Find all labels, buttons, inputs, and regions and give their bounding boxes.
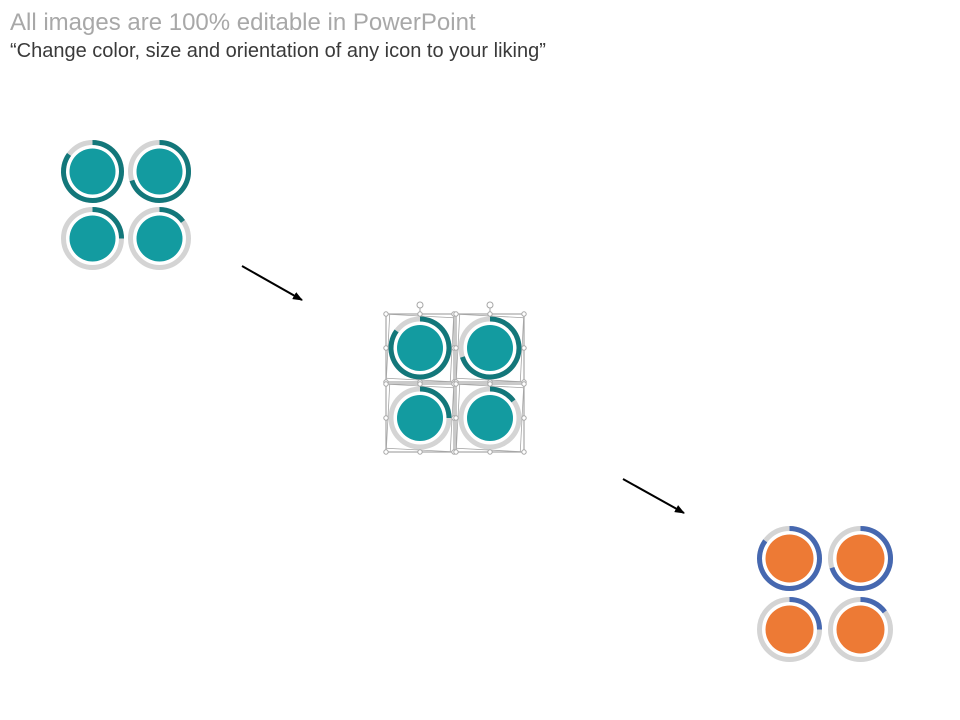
resize-handle-icon [383, 381, 389, 387]
resize-handle-icon [453, 415, 459, 421]
title-block: All images are 100% editable in PowerPoi… [10, 8, 546, 64]
ring-inner-disc [467, 325, 513, 371]
resize-handle-icon [521, 345, 527, 351]
ring-inner-disc [397, 395, 443, 441]
headline-text: All images are 100% editable in PowerPoi… [10, 9, 476, 36]
ring-progress-icon[interactable] [61, 140, 124, 203]
resize-handle-icon [383, 449, 389, 455]
resize-handle-icon [453, 381, 459, 387]
rotate-handle-icon [416, 301, 424, 309]
ring-progress-icon[interactable] [128, 140, 191, 203]
ring-progress-icon[interactable] [383, 381, 457, 455]
resize-handle-icon [383, 415, 389, 421]
ring-progress-icon[interactable] [453, 301, 527, 385]
ring-progress-arc [419, 386, 452, 419]
arrow-icon [241, 265, 303, 301]
resize-handle-icon [487, 381, 493, 387]
resize-handle-icon [487, 449, 493, 455]
ring-progress-icon[interactable] [828, 526, 893, 591]
ring-progress-icon[interactable] [383, 301, 457, 385]
ring-inner-disc [765, 605, 814, 654]
ring-inner-disc [467, 395, 513, 441]
resize-handle-icon [417, 449, 423, 455]
orange-icon-group[interactable] [757, 526, 893, 662]
ring-inner-disc [836, 605, 885, 654]
ring-progress-arc [789, 597, 822, 630]
resize-handle-icon [521, 381, 527, 387]
resize-handle-icon [383, 311, 389, 317]
ring-progress-icon[interactable] [453, 381, 527, 455]
ring-progress-arc [829, 526, 893, 591]
ring-progress-arc [489, 386, 516, 403]
resize-handle-icon [487, 311, 493, 317]
teal-icon-group-selected[interactable] [383, 301, 527, 455]
ring-progress-icon[interactable] [757, 526, 822, 591]
resize-handle-icon [521, 449, 527, 455]
arrow-icon [622, 478, 685, 514]
ring-inner-disc [69, 148, 116, 195]
ring-progress-arc [757, 526, 822, 591]
ring-inner-disc [136, 148, 183, 195]
resize-handle-icon [453, 345, 459, 351]
subline-text: “Change color, size and orientation of a… [10, 40, 546, 62]
resize-handle-icon [453, 449, 459, 455]
ring-progress-arc [388, 316, 452, 380]
ring-progress-arc [860, 597, 887, 614]
ring-progress-arc [61, 140, 124, 203]
resize-handle-icon [521, 415, 527, 421]
ring-progress-icon[interactable] [61, 207, 124, 270]
ring-progress-icon[interactable] [128, 207, 191, 270]
ring-progress-arc [460, 316, 522, 380]
ring-progress-icon[interactable] [757, 597, 822, 662]
resize-handle-icon [521, 311, 527, 317]
resize-handle-icon [383, 345, 389, 351]
ring-inner-disc [397, 325, 443, 371]
teal-icon-group[interactable] [61, 140, 191, 270]
ring-progress-icon[interactable] [828, 597, 893, 662]
ring-progress-arc [92, 207, 124, 239]
ring-progress-arc [159, 207, 185, 224]
ring-progress-arc [129, 140, 191, 203]
ring-inner-disc [765, 534, 814, 583]
ring-inner-disc [836, 534, 885, 583]
resize-handle-icon [417, 381, 423, 387]
ring-inner-disc [136, 215, 183, 262]
resize-handle-icon [417, 311, 423, 317]
resize-handle-icon [453, 311, 459, 317]
ring-inner-disc [69, 215, 116, 262]
rotate-handle-icon [486, 301, 494, 309]
